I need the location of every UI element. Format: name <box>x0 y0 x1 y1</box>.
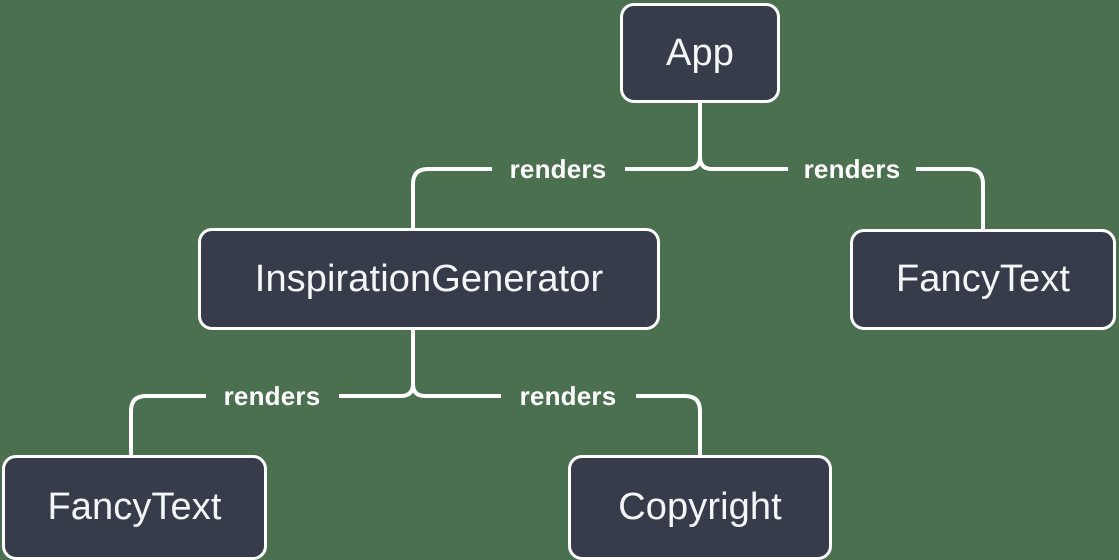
edge-label-app-to-fancy-text-right: renders <box>803 154 901 184</box>
edge-label-inspiration-generator-to-copyright: renders <box>519 381 617 411</box>
node-fancy-text-bottom[interactable]: FancyText <box>2 455 267 560</box>
edge-inspiration-generator-to-fancy-text-bottom-line-2 <box>129 394 206 455</box>
edge-app-to-fancy-text-right-line <box>698 156 788 171</box>
edge-label-inspiration-generator-to-fancy-text-bottom: renders <box>223 381 321 411</box>
node-fancy-text-right-label: FancyText <box>895 258 1071 300</box>
node-copyright-label: Copyright <box>618 486 782 528</box>
edge-app-to-fancy-text-right-line-2 <box>916 167 985 229</box>
edge-label-app-to-inspiration-generator: renders <box>509 154 607 184</box>
edge-inspiration-generator-to-copyright-line-2 <box>636 394 702 455</box>
edge-app-to-inspiration-generator-line <box>625 156 702 171</box>
node-fancy-text-right[interactable]: FancyText <box>850 229 1116 330</box>
node-app-label: App <box>666 31 734 74</box>
edge-app-to-inspiration-generator-line-2 <box>411 167 492 228</box>
node-inspiration-generator[interactable]: InspirationGenerator <box>198 228 660 330</box>
node-app[interactable]: App <box>620 3 780 103</box>
node-copyright[interactable]: Copyright <box>568 455 832 560</box>
node-inspiration-generator-label: InspirationGenerator <box>254 257 604 300</box>
node-fancy-text-bottom-label: FancyText <box>47 486 222 528</box>
edge-inspiration-generator-to-copyright-line <box>411 383 501 398</box>
edge-inspiration-generator-to-fancy-text-bottom-line <box>339 383 415 398</box>
